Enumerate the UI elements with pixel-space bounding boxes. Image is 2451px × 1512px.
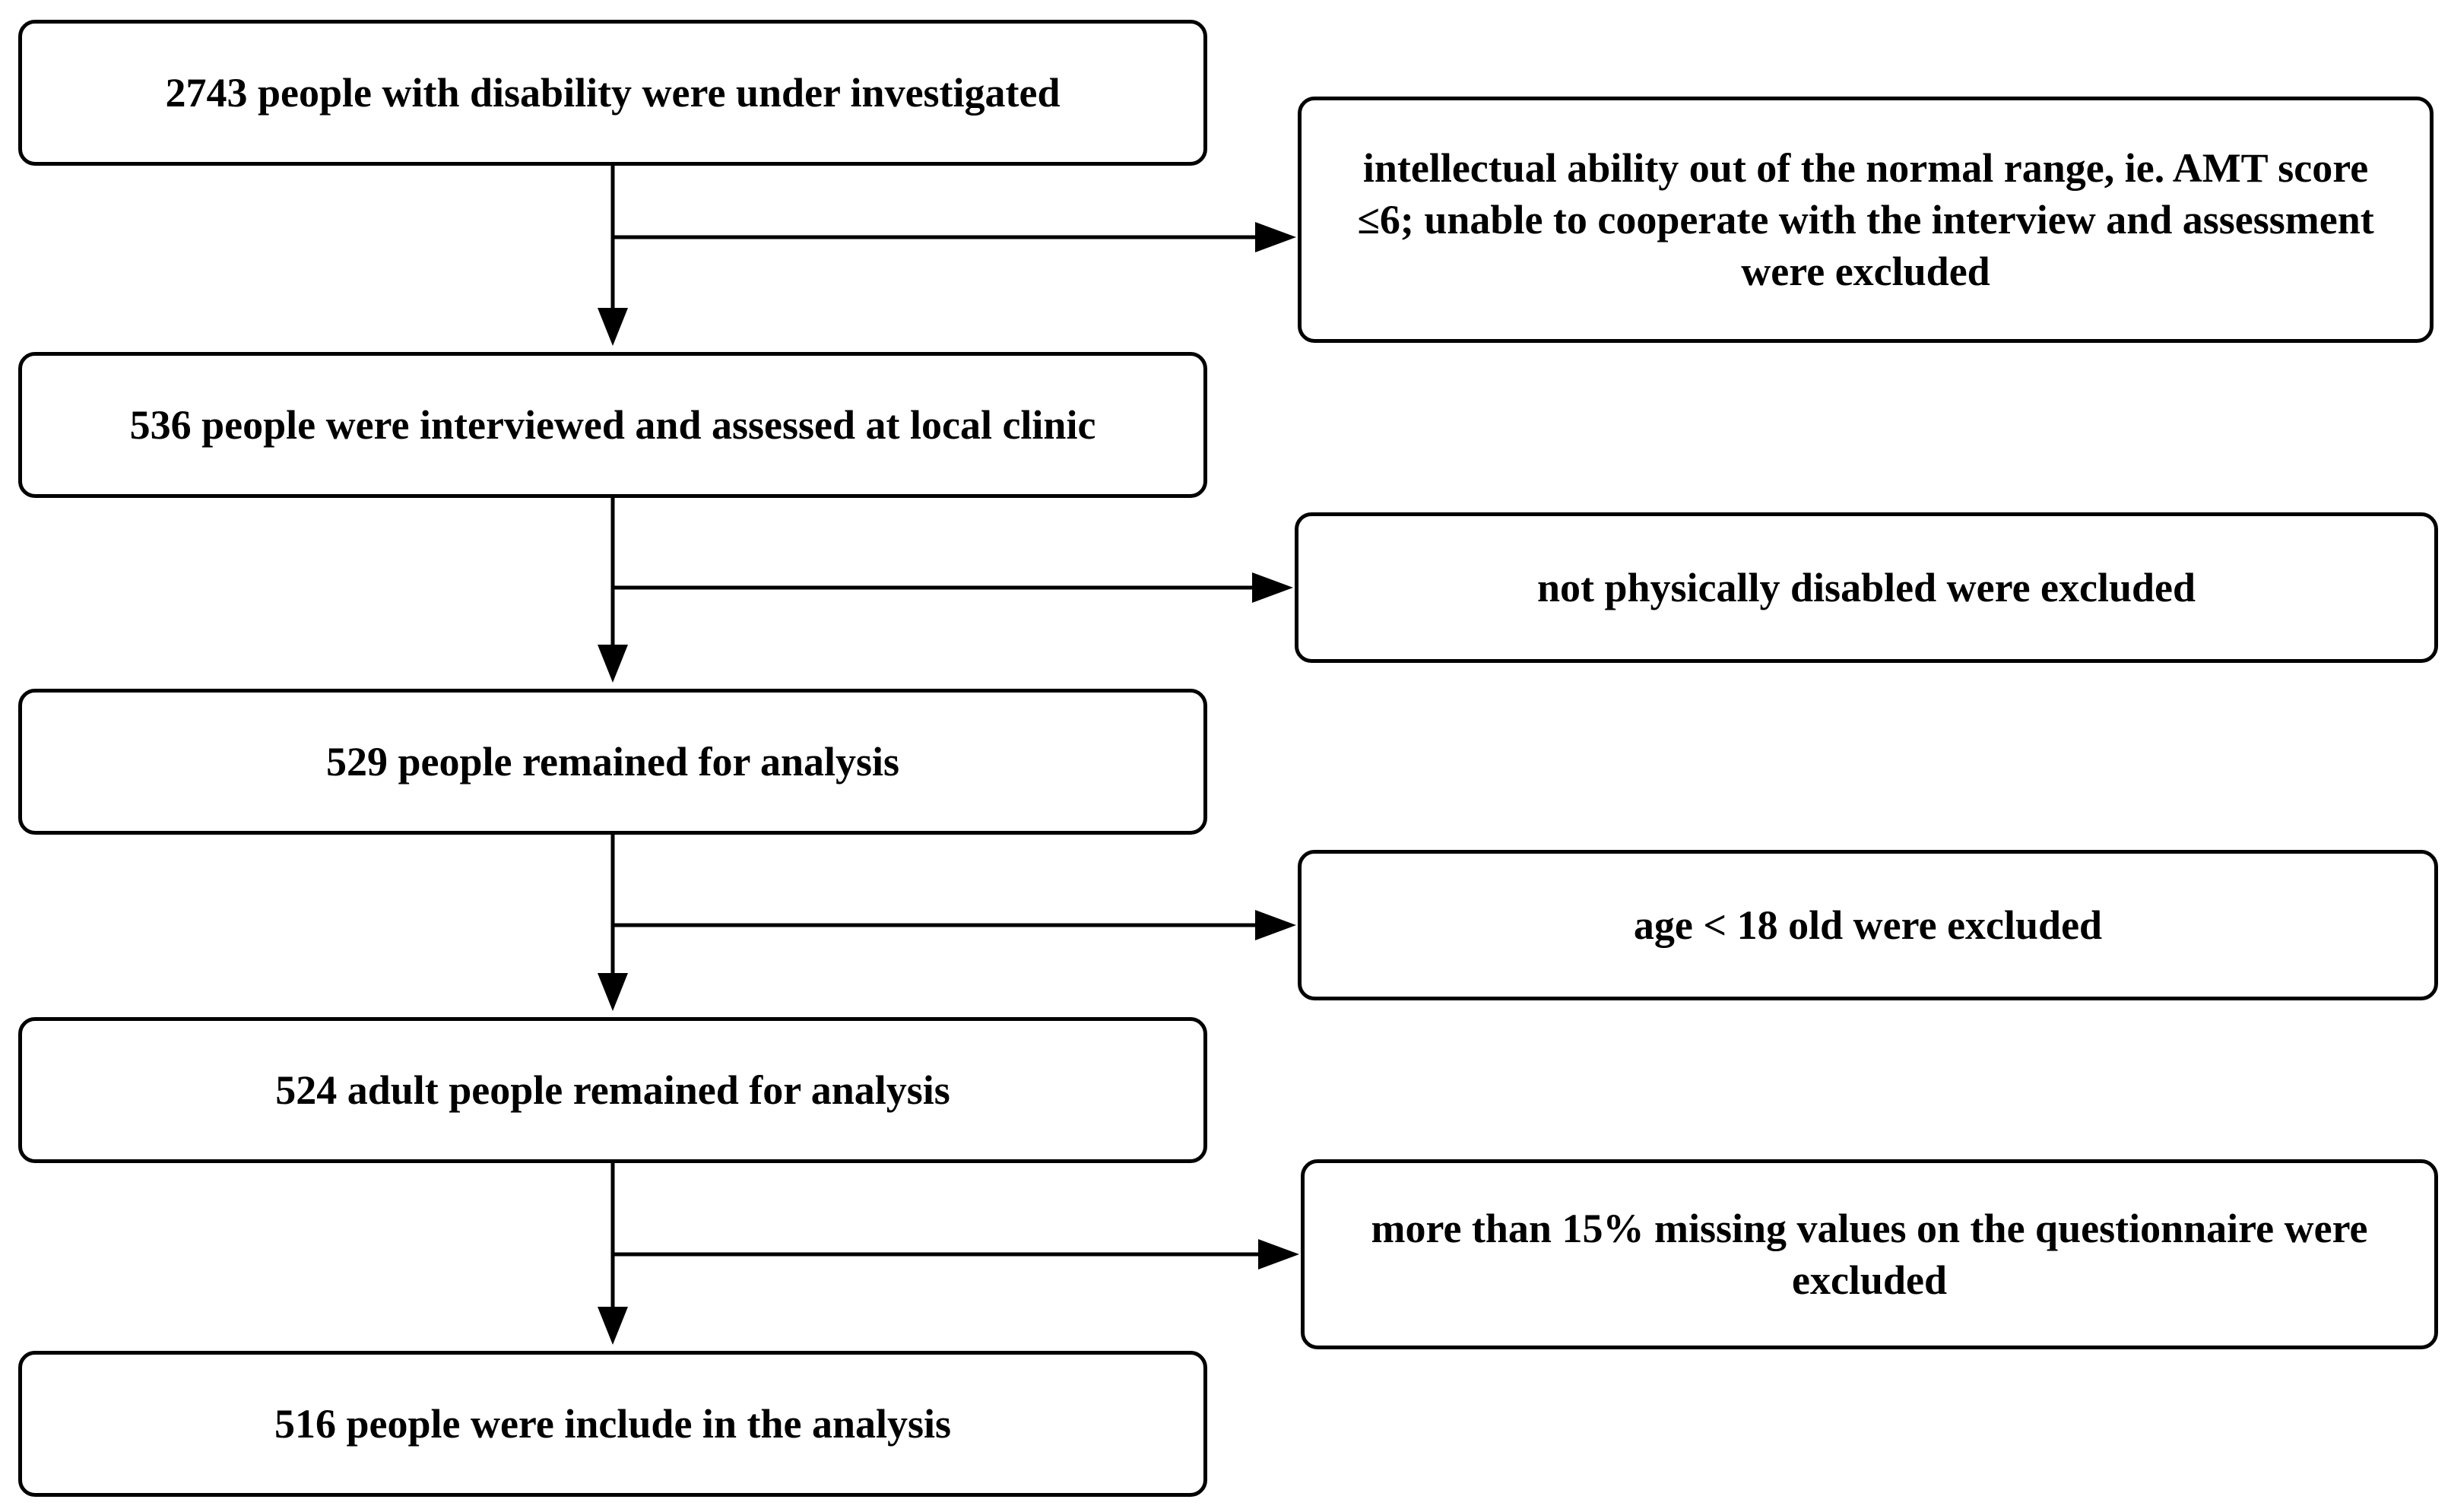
step-box-adults-remained: 524 adult people remained for analysis (18, 1017, 1207, 1163)
arrowhead-down-3 (598, 973, 628, 1011)
exclusion-box-not-physical: not physically disabled were excluded (1295, 512, 2438, 663)
step-label: 2743 people with disability were under i… (165, 70, 1061, 116)
step-box-interviewed: 536 people were interviewed and assessed… (18, 352, 1207, 498)
step-label: 516 people were include in the analysis (274, 1401, 952, 1447)
step-box-investigated: 2743 people with disability were under i… (18, 20, 1207, 166)
step-box-included: 516 people were include in the analysis (18, 1351, 1207, 1497)
exclusion-box-missing-values: more than 15% missing values on the ques… (1301, 1159, 2438, 1349)
arrowhead-right-1 (1255, 222, 1296, 252)
exclusion-label: age < 18 old were excluded (1633, 902, 2103, 948)
exclusion-box-intellectual: intellectual ability out of the normal r… (1298, 97, 2434, 343)
arrowhead-down-2 (598, 645, 628, 683)
step-label: 536 people were interviewed and assessed… (129, 402, 1096, 448)
exclusion-label: intellectual ability out of the normal r… (1357, 145, 2374, 294)
arrowhead-down-4 (598, 1307, 628, 1345)
arrowhead-down-1 (598, 308, 628, 346)
arrowhead-right-4 (1258, 1239, 1299, 1270)
step-label: 524 adult people remained for analysis (275, 1067, 950, 1113)
step-label: 529 people remained for analysis (325, 739, 900, 785)
step-box-remained: 529 people remained for analysis (18, 689, 1207, 835)
arrowhead-right-2 (1252, 572, 1293, 603)
arrowhead-right-3 (1255, 910, 1296, 940)
exclusion-label: not physically disabled were excluded (1536, 565, 2196, 610)
exclusion-label: more than 15% missing values on the ques… (1371, 1206, 2368, 1303)
exclusion-box-age: age < 18 old were excluded (1298, 850, 2438, 1000)
